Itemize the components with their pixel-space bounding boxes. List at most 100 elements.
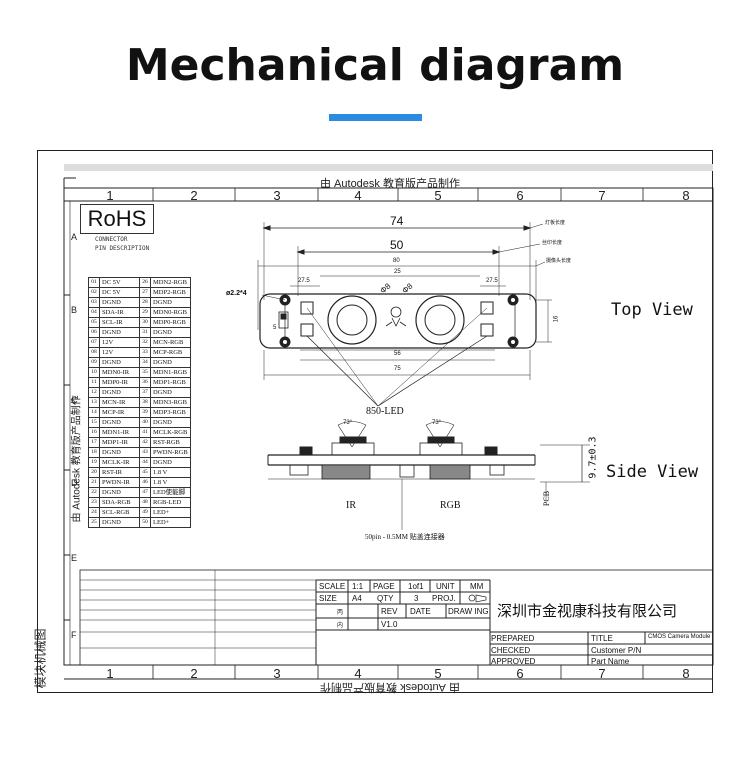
- pin-number: 43: [139, 447, 151, 458]
- pin-number: 07: [88, 337, 100, 348]
- pin-signal: MCP-IR: [99, 407, 140, 418]
- col-label-bottom-4: 4: [354, 666, 362, 681]
- pin-number: 19: [88, 457, 100, 468]
- pin-signal: LED+: [150, 507, 191, 518]
- pin-signal: MCLK-RGB: [150, 427, 191, 438]
- tb-title-label: TITLE: [591, 634, 613, 643]
- pin-number: 15: [88, 417, 100, 428]
- col-label-top-8: 8: [682, 188, 690, 203]
- pin-number: 34: [139, 357, 151, 368]
- note-camera-length: 摄像头长度: [546, 258, 572, 264]
- tb-qty-value: 3: [414, 594, 419, 603]
- page-title: Mechanical diagram: [125, 40, 625, 91]
- pin-signal: MDP2-RGB: [150, 287, 191, 298]
- dim-56: 56: [394, 351, 401, 357]
- tb-proj-label: PROJ.: [432, 594, 456, 603]
- pin-number: 48: [139, 497, 151, 508]
- col-label-bottom-7: 7: [598, 666, 606, 681]
- row-label-f: F: [71, 630, 77, 640]
- pin-number: 49: [139, 507, 151, 518]
- title-underline: [329, 114, 422, 121]
- watermark-left: 由 Autodesk 教育版产品制作: [71, 395, 83, 523]
- pin-signal: DGND: [99, 357, 140, 368]
- connector-caption-line-1: CONNECTOR: [95, 236, 128, 243]
- row-label-a: A: [71, 232, 78, 242]
- company-name: 深圳市金视康科技有限公司: [497, 602, 678, 620]
- dim-27-5-right: 27.5: [486, 278, 498, 284]
- pin-signal: MDN1-IR: [99, 427, 140, 438]
- pin-number: 40: [139, 417, 151, 428]
- dim-74: 74: [390, 214, 404, 228]
- side-view-label: Side View: [606, 462, 699, 482]
- watermark-top: 由 Autodesk 教育版产品制作: [320, 178, 460, 190]
- dim-16: 16: [553, 315, 560, 323]
- pin-number: 12: [88, 387, 100, 398]
- pin-signal: MDN2-RGB: [150, 277, 191, 288]
- col-label-bottom-6: 6: [516, 666, 524, 681]
- pin-signal: 12V: [99, 337, 140, 348]
- pin-number: 50: [139, 517, 151, 528]
- pin-number: 33: [139, 347, 151, 358]
- tb-unit-label: UNIT: [436, 582, 455, 591]
- pin-number: 13: [88, 397, 100, 408]
- tb-qty-label: QTY: [377, 594, 394, 603]
- rohs-mark: RoHS: [80, 204, 154, 234]
- pin-signal: 1.8 V: [150, 477, 191, 488]
- pin-number: 32: [139, 337, 151, 348]
- col-label-bottom-5: 5: [434, 666, 442, 681]
- pin-number: 09: [88, 357, 100, 368]
- col-label-top-1: 1: [106, 188, 114, 203]
- pin-number: 14: [88, 407, 100, 418]
- pin-signal: DGND: [150, 357, 191, 368]
- pin-number: 20: [88, 467, 100, 478]
- pin-number: 41: [139, 427, 151, 438]
- row-label-b: B: [71, 305, 78, 315]
- connector-caption: CONNECTOR PIN DESCRIPTION: [95, 235, 149, 253]
- tb-size-label: SIZE: [319, 594, 337, 603]
- pin-number: 21: [88, 477, 100, 488]
- pin-signal: MCN-IR: [99, 397, 140, 408]
- pin-signal: DGND: [99, 417, 140, 428]
- pin-signal: MCLK-IR: [99, 457, 140, 468]
- pin-signal: MDP0-IR: [99, 377, 140, 388]
- pin-number: 16: [88, 427, 100, 438]
- pcb-label: PCB: [542, 490, 552, 507]
- pin-number: 46: [139, 477, 151, 488]
- pin-number: 22: [88, 487, 100, 498]
- pin-signal: MDP0-RGB: [150, 317, 191, 328]
- pin-signal: DC 5V: [99, 277, 140, 288]
- pin-signal: MDP1-IR: [99, 437, 140, 448]
- pin-number: 30: [139, 317, 151, 328]
- pin-number: 35: [139, 367, 151, 378]
- tb-prepared: PREPARED: [491, 634, 535, 643]
- tb-scale-value: 1:1: [352, 582, 364, 591]
- pin-signal: DGND: [99, 297, 140, 308]
- dim-75: 75: [394, 366, 401, 372]
- pin-number: 10: [88, 367, 100, 378]
- dim-50: 50: [390, 238, 404, 252]
- tb-mark-1: 丙: [337, 610, 344, 616]
- pin-signal: MDP3-RGB: [150, 407, 191, 418]
- tb-part-label: Part Name: [591, 657, 630, 666]
- pin-signal: 12V: [99, 347, 140, 358]
- pin-number: 28: [139, 297, 151, 308]
- tb-checked: CHECKED: [491, 646, 531, 655]
- pin-number: 27: [139, 287, 151, 298]
- col-label-bottom-3: 3: [273, 666, 281, 681]
- pin-signal: MCN-RGB: [150, 337, 191, 348]
- pin-signal: DC 5V: [99, 287, 140, 298]
- height-dimension: 9.7±0.3: [587, 436, 599, 479]
